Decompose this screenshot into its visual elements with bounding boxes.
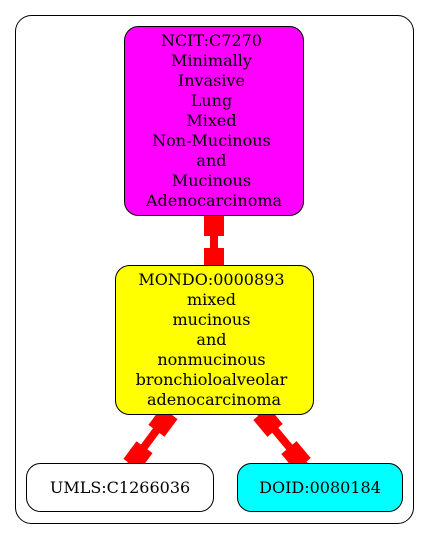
node-doid[interactable]: DOID:0080184 bbox=[237, 463, 403, 512]
node-ncit[interactable]: NCIT:C7270 Minimally Invasive Lung Mixed… bbox=[124, 26, 304, 216]
node-mondo[interactable]: MONDO:0000893 mixed mucinous and nonmuci… bbox=[115, 265, 314, 415]
edge-mondo-doid bbox=[253, 407, 311, 471]
node-mondo-label: MONDO:0000893 mixed mucinous and nonmuci… bbox=[136, 270, 293, 409]
node-doid-label: DOID:0080184 bbox=[259, 478, 381, 497]
node-ncit-label: NCIT:C7270 Minimally Invasive Lung Mixed… bbox=[145, 31, 283, 210]
node-mondo-box bbox=[115, 265, 314, 415]
node-umls-label: UMLS:C1266036 bbox=[50, 478, 190, 497]
edge-mondo-umls bbox=[123, 407, 178, 471]
node-doid-box bbox=[237, 463, 403, 512]
node-ncit-box bbox=[124, 26, 304, 216]
node-umls[interactable]: UMLS:C1266036 bbox=[26, 463, 214, 512]
node-umls-box bbox=[26, 463, 214, 512]
edge-ncit-mondo bbox=[204, 214, 224, 270]
cluster-border bbox=[15, 15, 414, 524]
